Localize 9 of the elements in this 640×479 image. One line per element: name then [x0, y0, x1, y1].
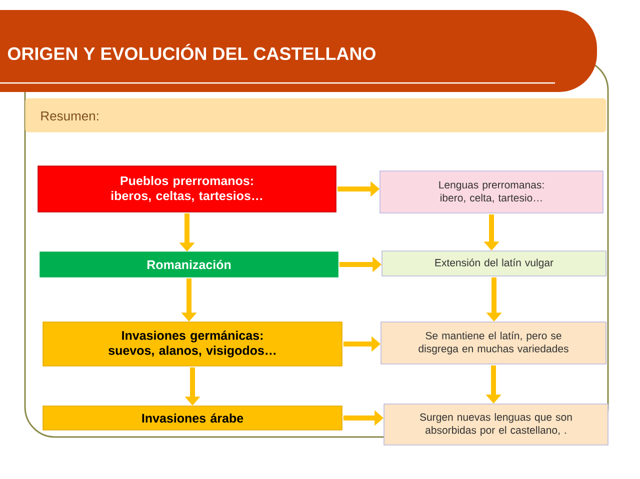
result-box: Lenguas prerromanas: ibero, celta, tartesio… [380, 170, 604, 214]
result-box: Se mantiene el latín, pero se disgrega en muchas variedades [380, 322, 606, 364]
stage-box: Pueblos prerromanos: iberos, celtas, tartesios… [38, 166, 336, 212]
result-box: Surgen nuevas lenguas que son absorbidas por el castellano, . [384, 404, 608, 446]
summary-band: Resumen: [25, 98, 606, 132]
title-band: ORIGEN Y EVOLUCIÓN DEL CASTELLANO [0, 10, 597, 92]
stage-box: Invasiones germánicas: suevos, alanos, visigodos… [42, 322, 342, 366]
result-box: Extensión del latín vulgar [382, 250, 606, 276]
stage-box: Romanización [40, 252, 338, 278]
